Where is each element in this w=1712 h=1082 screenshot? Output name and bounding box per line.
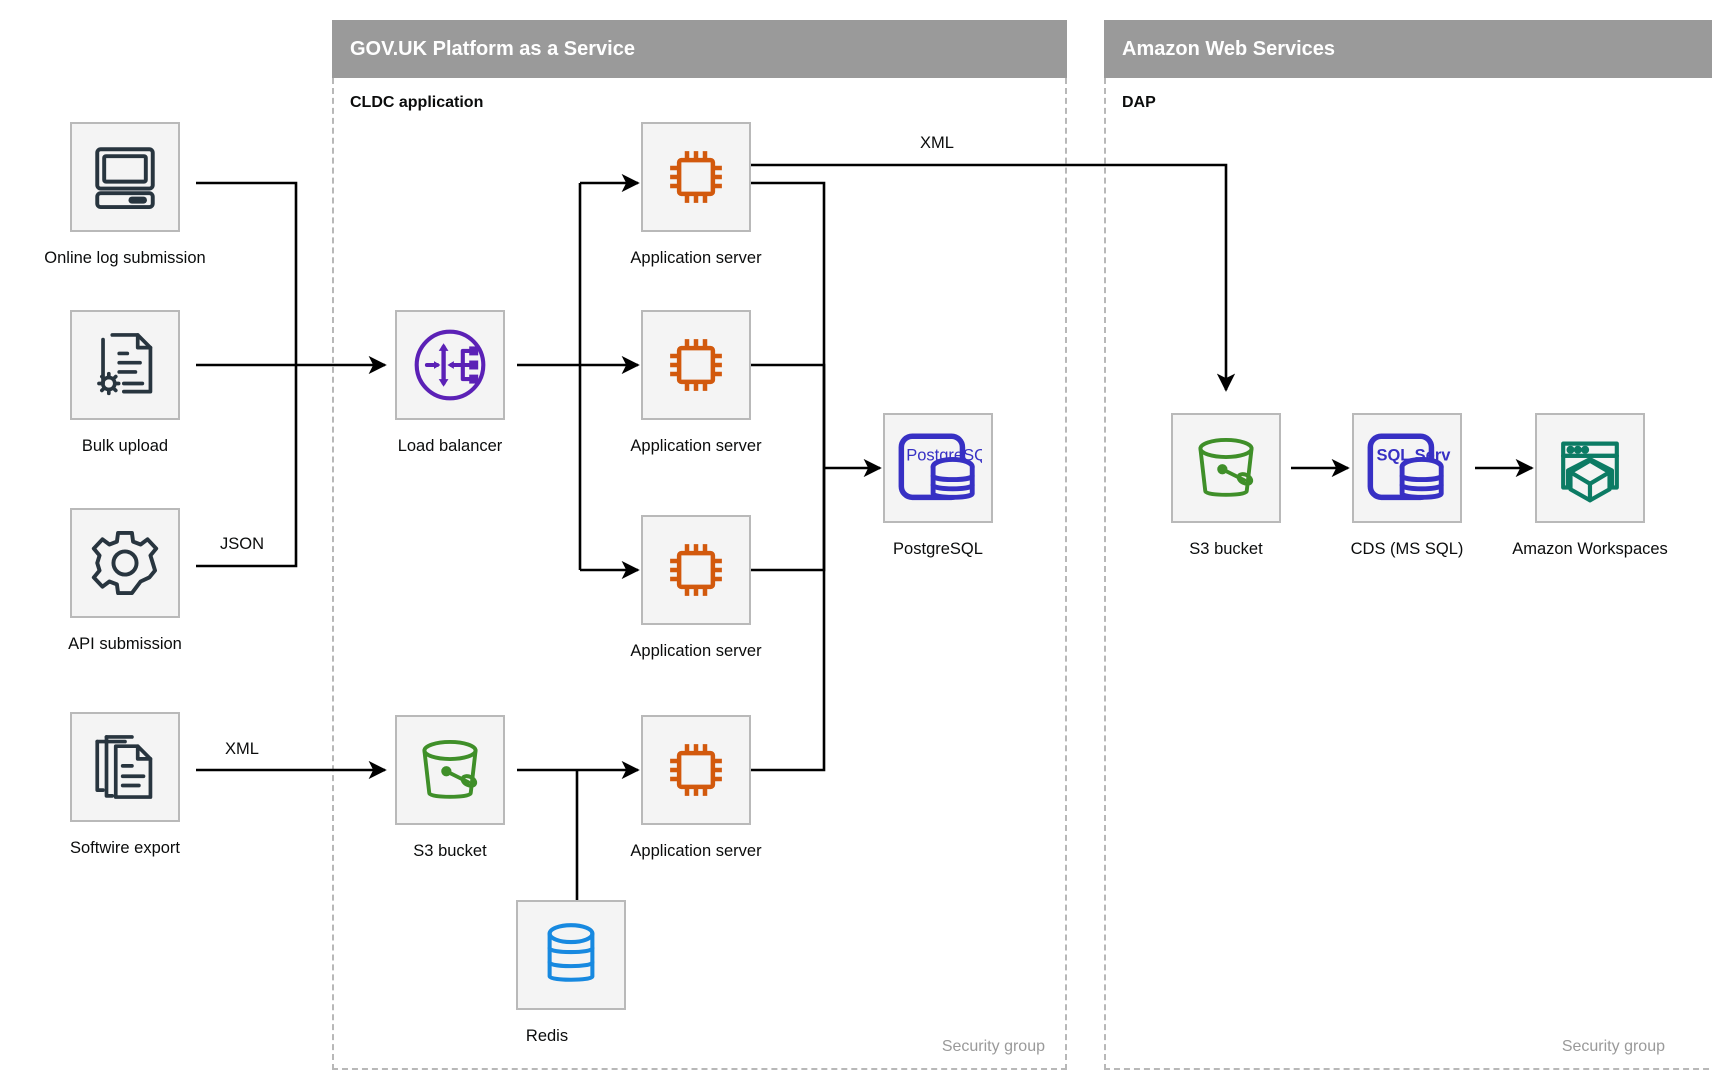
node-label-bulk-upload: Bulk upload [81, 437, 169, 455]
security-group-label-paas: Security group [941, 1038, 1045, 1055]
workspaces-cube-icon [1561, 441, 1619, 503]
node-label-online-log-submission: Online log submission [44, 249, 206, 267]
s3-bucket-icon [1198, 438, 1254, 497]
documents-stack-icon [95, 735, 153, 799]
group-title-paas: GOV.UK Platform as a Service [350, 37, 635, 60]
node-amazon-workspaces[interactable] [1535, 413, 1645, 523]
group-header-paas: GOV.UK Platform as a Service [332, 20, 1067, 78]
node-online-log-submission[interactable] [70, 122, 180, 232]
node-label-api-submission: API submission [68, 635, 182, 653]
node-load-balancer[interactable] [395, 310, 505, 420]
group-header-aws: Amazon Web Services [1104, 20, 1712, 78]
node-label-app-server-1: Application server [630, 249, 762, 267]
node-label-app-server-3: Application server [630, 642, 762, 660]
node-label-app-server-4: Application server [630, 842, 762, 860]
cpu-chip-icon [670, 339, 722, 391]
gear-icon [91, 530, 159, 596]
node-label-cds-ms-sql: CDS (MS SQL) [1350, 540, 1464, 558]
node-postgresql[interactable]: PostgreSQL [883, 413, 993, 523]
node-app-server-1[interactable] [641, 122, 751, 232]
document-gear-icon [97, 333, 153, 396]
node-softwire-export[interactable] [70, 712, 180, 822]
postgresql-icon: PostgreSQL [898, 433, 982, 501]
node-redis[interactable] [516, 900, 626, 1010]
load-balancer-icon [414, 329, 486, 401]
node-label-aws-s3-bucket: S3 bucket [1189, 540, 1263, 558]
group-body-aws [1104, 78, 1712, 1070]
group-body-paas [332, 78, 1067, 1070]
redis-database-icon [547, 923, 595, 982]
node-label-amazon-workspaces: Amazon Workspaces [1512, 540, 1668, 558]
cpu-chip-icon [670, 744, 722, 796]
node-bulk-upload[interactable] [70, 310, 180, 420]
node-label-postgresql: PostgreSQL [893, 540, 983, 558]
node-app-server-4[interactable] [641, 715, 751, 825]
group-sublabel-dap: DAP [1122, 94, 1156, 111]
node-label-app-server-2: Application server [630, 437, 762, 455]
node-label-softwire-export: Softwire export [69, 839, 181, 857]
desktop-computer-icon [95, 147, 155, 210]
node-aws-s3-bucket[interactable] [1171, 413, 1281, 523]
edge-label-json: JSON [220, 535, 265, 553]
node-paas-s3-bucket[interactable] [395, 715, 505, 825]
node-label-redis: Redis [525, 1027, 569, 1045]
node-app-server-2[interactable] [641, 310, 751, 420]
edge-online-log-to-bus [196, 181, 298, 365]
node-cds-ms-sql[interactable]: SQL Server [1352, 413, 1462, 523]
cpu-chip-icon [670, 151, 722, 203]
s3-bucket-icon [422, 740, 478, 799]
edge-label-xml-softwire: XML [225, 740, 259, 758]
node-app-server-3[interactable] [641, 515, 751, 625]
node-label-load-balancer: Load balancer [397, 437, 503, 455]
security-group-label-aws: Security group [1561, 1038, 1665, 1055]
cpu-chip-icon [670, 544, 722, 596]
node-api-submission[interactable] [70, 508, 180, 618]
edge-label-xml-to-s3: XML [920, 134, 954, 152]
node-label-paas-s3-bucket: S3 bucket [413, 842, 487, 860]
group-title-aws: Amazon Web Services [1122, 37, 1336, 60]
sql-server-icon: SQL Server [1367, 433, 1451, 501]
group-sublabel-cldc-application: CLDC application [350, 94, 484, 111]
